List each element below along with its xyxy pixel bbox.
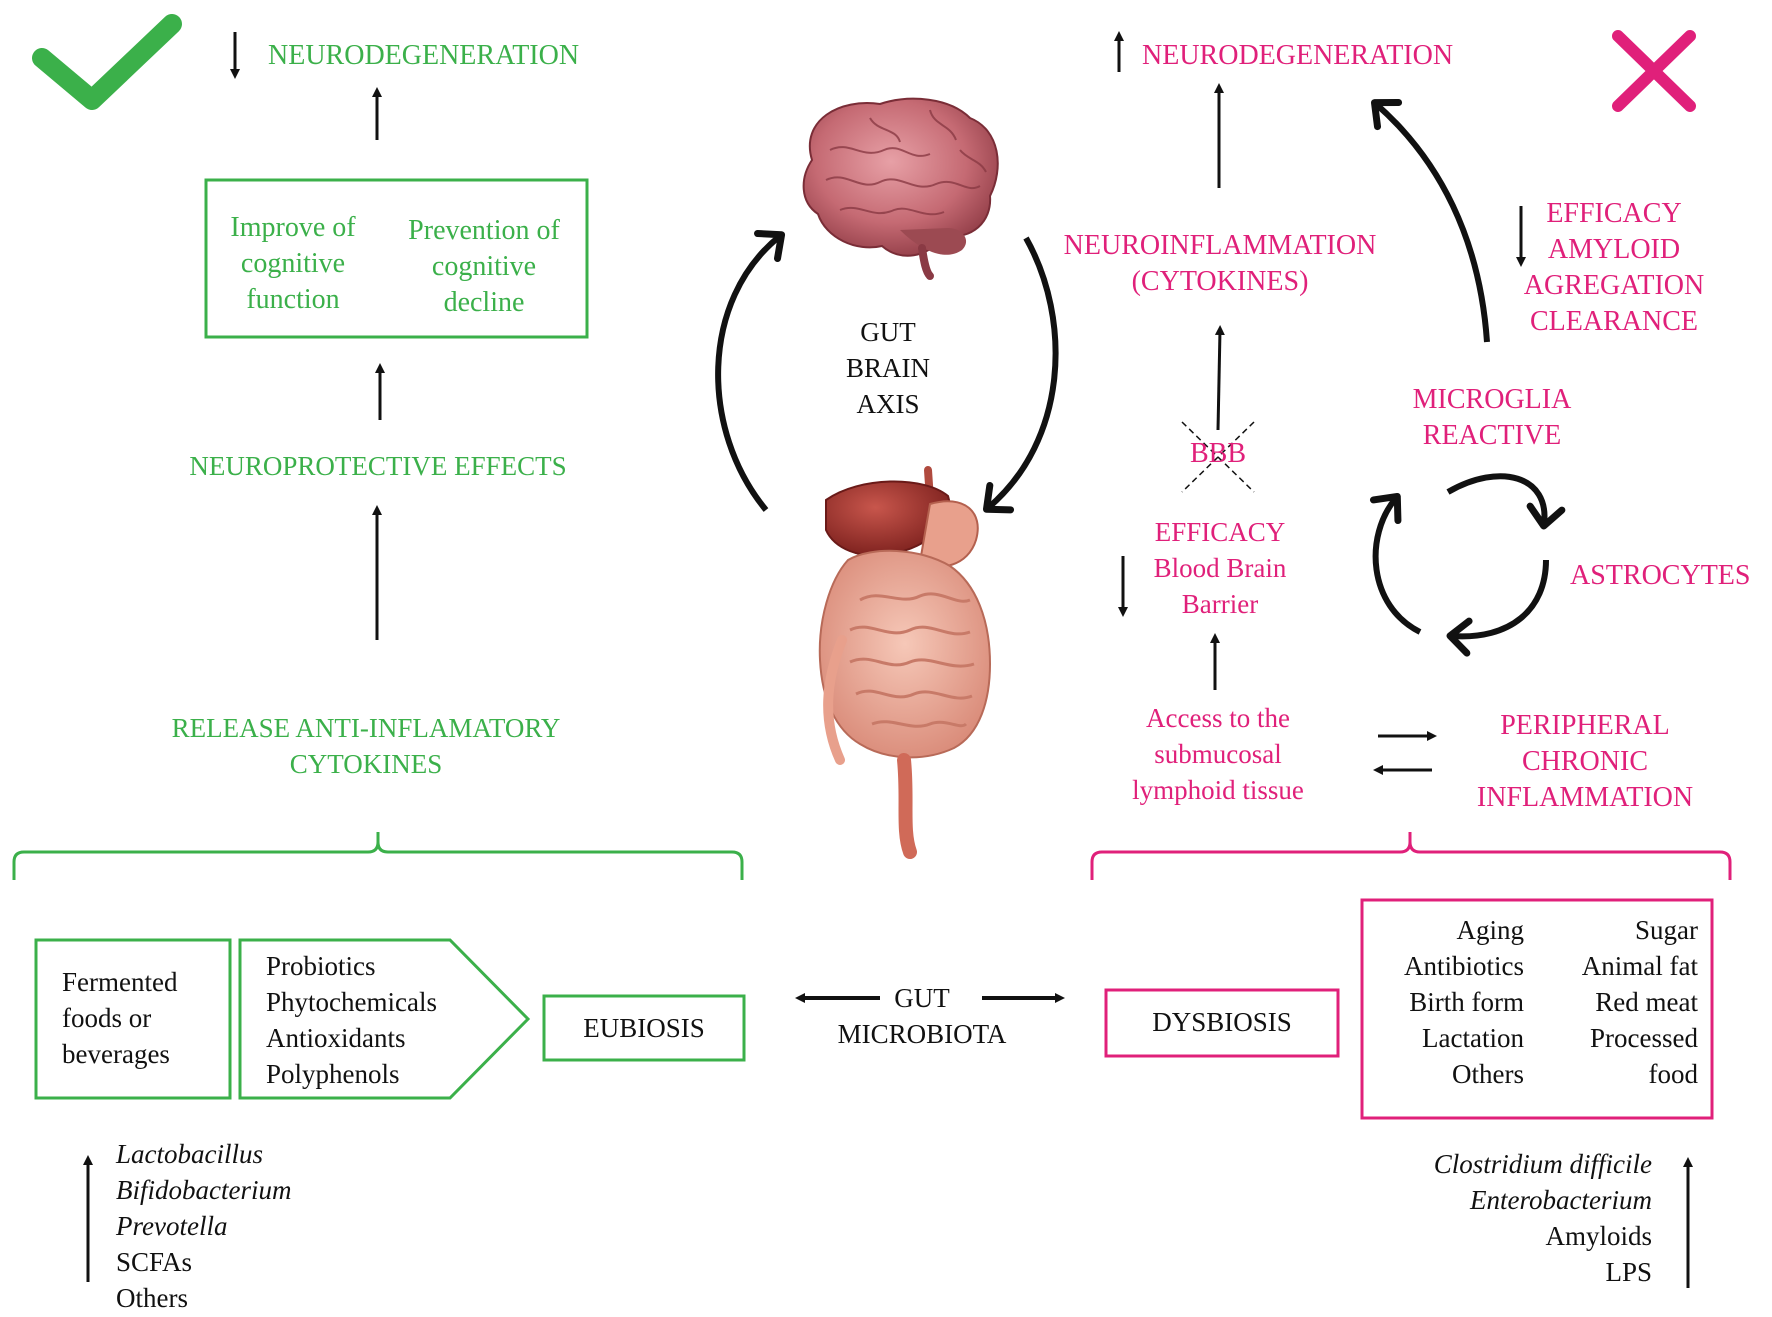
- peripheral-inflammation-label: PERIPHERAL CHRONIC INFLAMMATION: [1476, 710, 1694, 813]
- dysbiosis-causes-box: [1360, 898, 1714, 1120]
- gut-to-brain-arrow: [715, 230, 786, 512]
- access-lymphoid-label: Access to the submucosal lymphoid tissue: [1132, 703, 1304, 805]
- digestive-system-illustration: [818, 466, 992, 859]
- bbb-crossed-icon: [1181, 421, 1255, 493]
- eubiosis-box: [542, 994, 746, 1062]
- cycle-arrows-icon: [1369, 473, 1566, 657]
- bbb-label: BBB: [1189, 438, 1247, 469]
- brain-to-gut-arrow: [982, 236, 1059, 514]
- prevention-decline-label: Prevention of cognitive decline: [408, 215, 560, 318]
- cognitive-benefits-box: [204, 178, 589, 339]
- left-neurodegeneration-label: NEURODEGENERATION: [268, 40, 580, 71]
- fermented-foods-label: Fermented foods or beverages: [62, 967, 178, 1069]
- improve-cognitive-label: Improve of cognitive function: [230, 212, 356, 315]
- brain-illustration: [802, 97, 999, 280]
- pathogens-list: Clostridium difficile Enterobacterium Am…: [1433, 1149, 1652, 1287]
- curved-arrow-icon: [1370, 99, 1490, 343]
- neuroprotective-effects-label: NEUROPROTECTIVE EFFECTS: [189, 451, 567, 481]
- diet-causes-list: Sugar Animal fat Red meat Processed food: [1581, 915, 1698, 1089]
- efficacy-bbb-label: EFFICACY Blood Brain Barrier: [1153, 517, 1287, 619]
- eubiosis-brace: [12, 832, 744, 880]
- supplements-pentagon: [238, 938, 531, 1100]
- microglia-reactive-label: MICROGLIA REACTIVE: [1412, 384, 1572, 451]
- astrocytes-label: ASTROCYTES: [1570, 560, 1751, 591]
- release-cytokines-label: RELEASE ANTI-INFLAMATORY CYTOKINES: [171, 713, 561, 779]
- fermented-foods-box: [34, 938, 232, 1100]
- efficacy-amyloid-clearance-label: EFFICACY AMYLOID AGREGATION CLEARANCE: [1523, 198, 1705, 337]
- right-neurodegeneration-label: NEURODEGENERATION: [1142, 40, 1454, 71]
- neuroinflammation-label: NEUROINFLAMMATION (CYTOKINES): [1063, 230, 1377, 297]
- gut-brain-axis-label: GUT BRAIN AXIS: [845, 317, 930, 419]
- dysbiosis-box: [1104, 988, 1340, 1058]
- gut-microbiota-label: GUT MICROBIOTA: [837, 983, 1007, 1049]
- dysbiosis-brace: [1090, 832, 1732, 880]
- check-mark-icon: [32, 14, 182, 110]
- dysbiosis-label: DYSBIOSIS: [1152, 1007, 1292, 1037]
- up-arrow-icon: [1214, 325, 1225, 431]
- eubiosis-label: EUBIOSIS: [583, 1013, 705, 1043]
- beneficial-bacteria-list: Lactobacillus Bifidobacterium Prevotella…: [116, 1139, 292, 1313]
- cross-mark-icon: [1612, 30, 1696, 112]
- dysbiosis-causes-list: Aging Antibiotics Birth form Lactation O…: [1404, 915, 1524, 1089]
- supplements-list: Probiotics Phytochemicals Antioxidants P…: [266, 951, 437, 1089]
